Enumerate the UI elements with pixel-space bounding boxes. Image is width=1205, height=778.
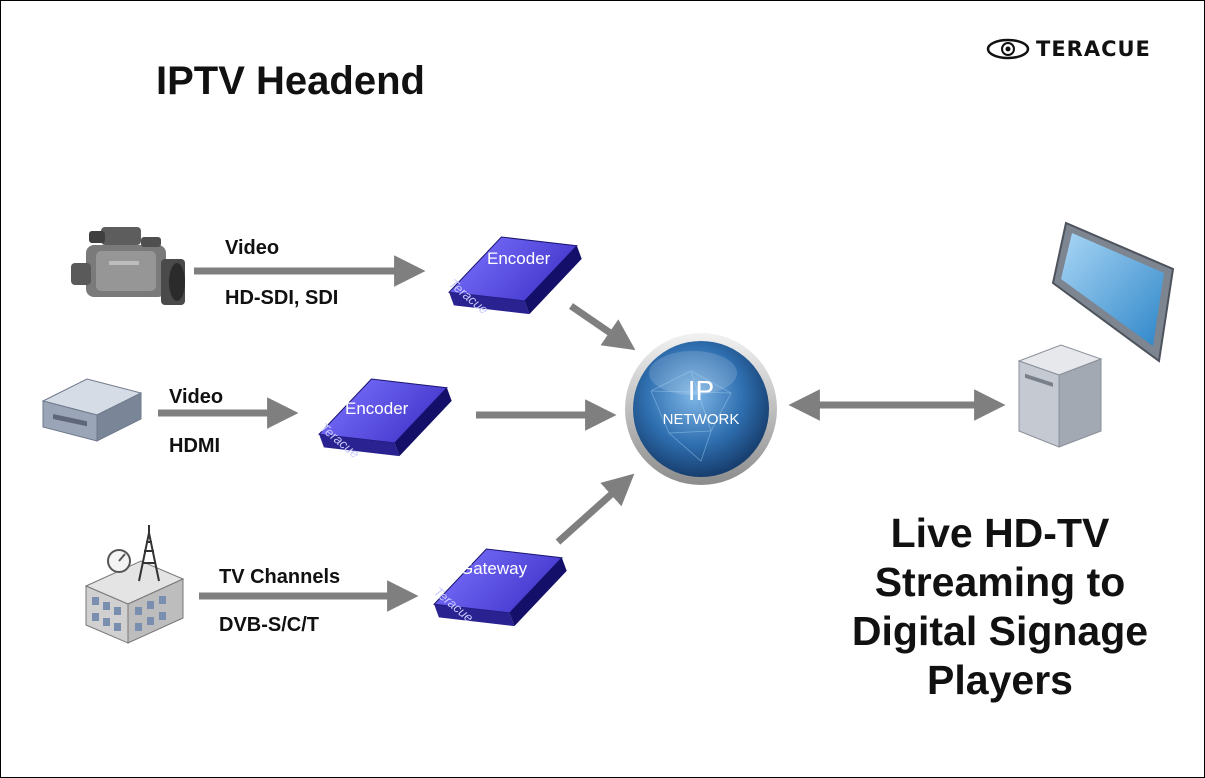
brand-logo: TERACUE — [986, 37, 1151, 61]
source-3-label: TV Channels — [219, 566, 341, 588]
encoder-2-label: Encoder — [345, 399, 409, 418]
encoder-device-2 — [318, 378, 452, 457]
page-title: IPTV Headend — [156, 59, 425, 103]
source-2-label: Video — [169, 386, 224, 408]
ip-network-globe — [625, 333, 777, 485]
network-main-label: IP — [688, 375, 714, 406]
source-1-label: Video — [225, 237, 280, 259]
brand-name: TERACUE — [1036, 37, 1151, 61]
headline: Live HD-TV Streaming to Digital Signage … — [811, 509, 1189, 705]
arrow-gateway-to-network — [555, 473, 635, 545]
network-sub-label: NETWORK — [663, 411, 740, 428]
encoder-1-label: Encoder — [487, 249, 551, 268]
source-2-sublabel: HDMI — [169, 435, 221, 457]
computer-monitor-icon — [1017, 221, 1175, 448]
headline-line-1: Live HD-TV — [890, 510, 1110, 556]
source-1-sublabel: HD-SDI, SDI — [225, 287, 339, 309]
headline-line-3: Digital Signage — [851, 608, 1149, 654]
source-3-sublabel: DVB-S/C/T — [219, 614, 319, 636]
broadcast-building-icon — [84, 525, 185, 644]
gateway-device — [433, 548, 567, 627]
eye-icon — [986, 38, 1030, 60]
headline-line-4: Players — [927, 657, 1073, 703]
headline-line-2: Streaming to — [874, 559, 1126, 605]
camcorder-icon — [71, 227, 185, 305]
gateway-label: Gateway — [460, 559, 528, 578]
player-box-icon — [41, 378, 143, 442]
encoder-device-1 — [448, 236, 582, 315]
arrow-encoder1-to-network — [569, 303, 636, 351]
